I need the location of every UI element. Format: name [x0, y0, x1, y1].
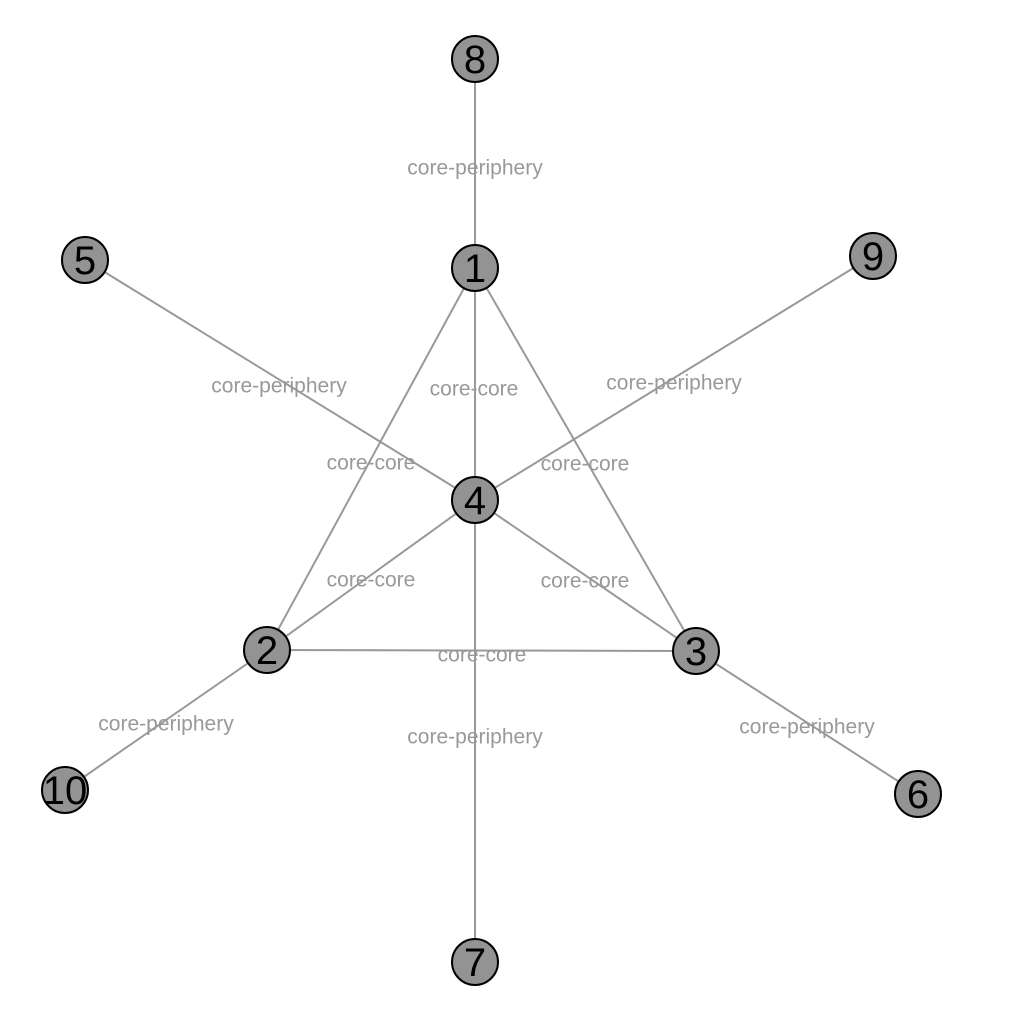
node-2: 2	[243, 626, 291, 674]
edge-label-1-8: core-periphery	[407, 157, 543, 180]
edge-label-2-10: core-periphery	[98, 713, 234, 736]
edge-label-2-3: core-core	[438, 644, 527, 667]
edge-label-1-3: core-core	[541, 453, 630, 476]
nodes-layer: 1 2 3 4 5 6 7 8 9 10	[41, 35, 942, 986]
edge-1-3	[474, 267, 697, 652]
node-6: 6	[894, 770, 942, 818]
node-label-6: 6	[907, 773, 929, 817]
node-circle-4	[451, 476, 499, 524]
edge-label-4-5: core-periphery	[211, 375, 347, 398]
edge-label-4-7: core-periphery	[407, 726, 543, 749]
node-circle-9	[849, 232, 897, 280]
edge-label-1-4: core-core	[430, 378, 519, 401]
node-label-4: 4	[464, 479, 486, 523]
node-circle-2	[243, 626, 291, 674]
node-9: 9	[849, 232, 897, 280]
edge-4-5	[84, 259, 476, 501]
node-label-8: 8	[464, 38, 486, 82]
edge-4-3	[474, 499, 697, 652]
edge-2-10	[64, 649, 268, 791]
edge-2-3	[266, 649, 697, 652]
edge-4-2	[266, 499, 476, 651]
node-5: 5	[61, 236, 109, 284]
node-circle-10	[41, 766, 89, 814]
edge-4-9	[474, 255, 874, 501]
node-3: 3	[672, 627, 720, 675]
edge-labels-layer: core-periphery core-core core-core core-cor…	[98, 157, 875, 749]
edge-label-3-6: core-periphery	[739, 716, 875, 739]
node-8: 8	[451, 35, 499, 83]
node-circle-6	[894, 770, 942, 818]
node-label-1: 1	[464, 247, 486, 291]
node-circle-7	[451, 938, 499, 986]
node-label-5: 5	[74, 239, 96, 283]
node-circle-5	[61, 236, 109, 284]
node-circle-8	[451, 35, 499, 83]
node-1: 1	[451, 244, 499, 292]
node-7: 7	[451, 938, 499, 986]
node-label-9: 9	[862, 235, 884, 279]
edge-1-2	[266, 267, 476, 651]
edge-label-4-9: core-periphery	[606, 372, 742, 395]
edges-layer	[64, 59, 919, 962]
node-label-10: 10	[43, 769, 88, 813]
edge-label-4-3: core-core	[541, 570, 630, 593]
node-label-2: 2	[256, 629, 278, 673]
node-label-7: 7	[464, 941, 486, 985]
node-10: 10	[41, 766, 89, 814]
node-circle-1	[451, 244, 499, 292]
node-label-3: 3	[685, 630, 707, 674]
node-circle-3	[672, 627, 720, 675]
node-4: 4	[451, 476, 499, 524]
edge-label-1-2: core-core	[327, 452, 416, 475]
edge-label-4-2: core-core	[327, 569, 416, 592]
edge-3-6	[695, 650, 919, 795]
